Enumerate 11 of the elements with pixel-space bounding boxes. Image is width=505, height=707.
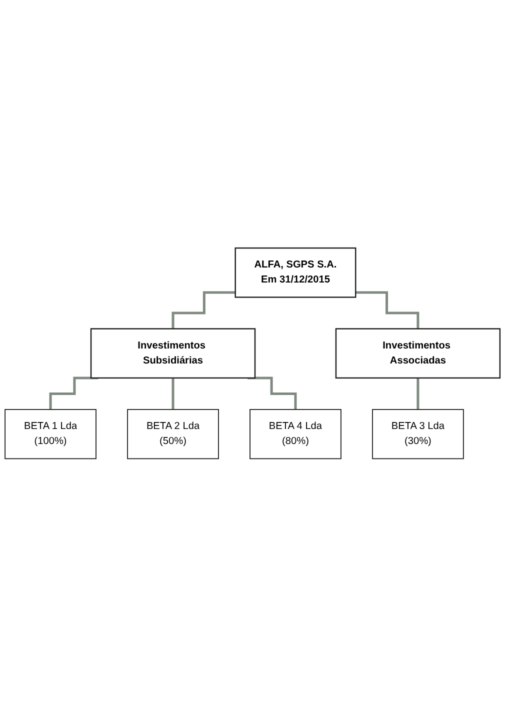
node-box: ALFA, SGPS S.A. Em 31/12/2015 [234, 248, 356, 298]
connector [416, 376, 420, 411]
connector [356, 291, 420, 330]
node-box: BETA 3 Lda (30%) [372, 409, 464, 460]
connector [172, 291, 236, 330]
node-box: BETA 4 Lda (80%) [250, 409, 342, 460]
node-box: Investimentos Subsidiárias [90, 328, 256, 379]
node-box: Investimentos Associadas [335, 328, 501, 379]
node-box: BETA 1 Lda (100%) [4, 409, 96, 460]
node-box: BETA 2 Lda (50%) [127, 409, 219, 460]
connector [172, 376, 174, 411]
